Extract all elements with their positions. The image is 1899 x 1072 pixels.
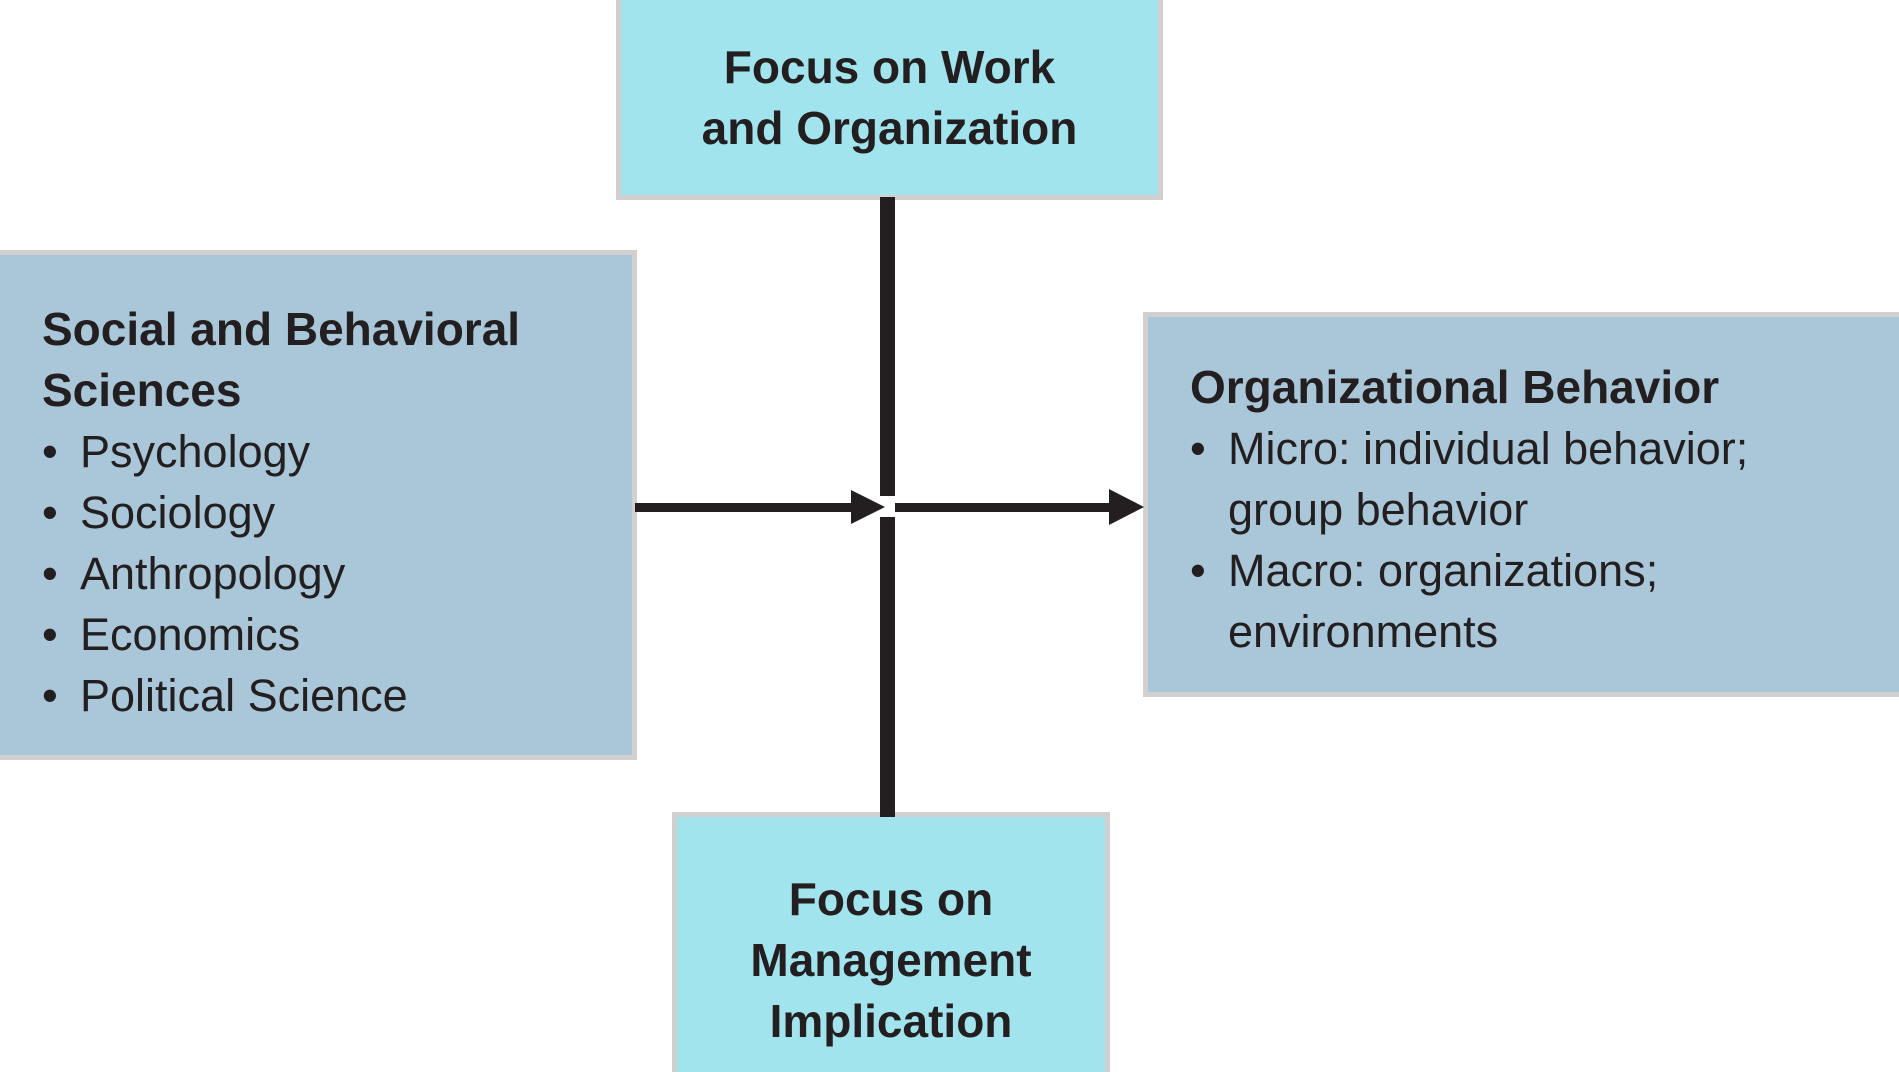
- list-item: • Macro: organizations; environments: [1190, 540, 1889, 662]
- bullet-marker: •: [1190, 545, 1206, 596]
- vertical-axis-upper-segment: [880, 197, 895, 496]
- left-item-economics: Economics: [80, 609, 301, 660]
- left-item-political-science: Political Science: [80, 670, 408, 721]
- left-item-psychology: Psychology: [80, 426, 311, 477]
- bottom-axis-label-line3: Implication: [769, 995, 1013, 1047]
- bullet-marker: •: [1190, 423, 1206, 474]
- list-item: • Sociology: [42, 482, 622, 543]
- list-item: • Political Science: [42, 665, 622, 726]
- horizontal-axis-left-segment: [635, 503, 851, 512]
- left-item-anthropology: Anthropology: [80, 548, 346, 599]
- horizontal-axis-right-segment: [895, 503, 1109, 512]
- right-item-macro-line1: Macro: organizations;: [1228, 545, 1659, 596]
- organizational-behavior-box: Organizational Behavior • Micro: individu…: [1143, 312, 1899, 697]
- right-item-micro-line1: Micro: individual behavior;: [1228, 423, 1749, 474]
- bottom-axis-label-line2: Management: [750, 934, 1032, 986]
- left-box-title-line2: Sciences: [42, 364, 242, 416]
- right-arrowhead-icon: [1109, 489, 1144, 525]
- center-arrowhead-icon: [851, 490, 885, 524]
- top-axis-label-line2: and Organization: [701, 101, 1078, 154]
- bullet-marker: •: [42, 487, 58, 538]
- right-box-title: Organizational Behavior: [1190, 361, 1720, 413]
- right-item-micro-line2: group behavior: [1228, 484, 1529, 535]
- bullet-marker: •: [42, 609, 58, 660]
- top-axis-label-line1: Focus on Work: [723, 40, 1056, 93]
- top-axis-box: Focus on Work and Organization: [616, 0, 1163, 200]
- vertical-axis-lower-segment: [880, 517, 895, 817]
- bullet-marker: •: [42, 548, 58, 599]
- list-item: • Anthropology: [42, 543, 622, 604]
- list-item: • Psychology: [42, 421, 622, 482]
- bullet-marker: •: [42, 670, 58, 721]
- list-item: • Economics: [42, 604, 622, 665]
- bottom-axis-label-line1: Focus on: [788, 873, 994, 925]
- right-item-macro-line2: environments: [1228, 606, 1499, 657]
- bullet-marker: •: [42, 426, 58, 477]
- left-item-sociology: Sociology: [80, 487, 276, 538]
- left-box-title-line1: Social and Behavioral: [42, 303, 521, 355]
- list-item: • Micro: individual behavior; group behav…: [1190, 418, 1889, 540]
- social-behavioral-sciences-box: Social and Behavioral Sciences • Psycholo…: [0, 250, 637, 760]
- bottom-axis-box: Focus on Management Implication: [672, 812, 1110, 1072]
